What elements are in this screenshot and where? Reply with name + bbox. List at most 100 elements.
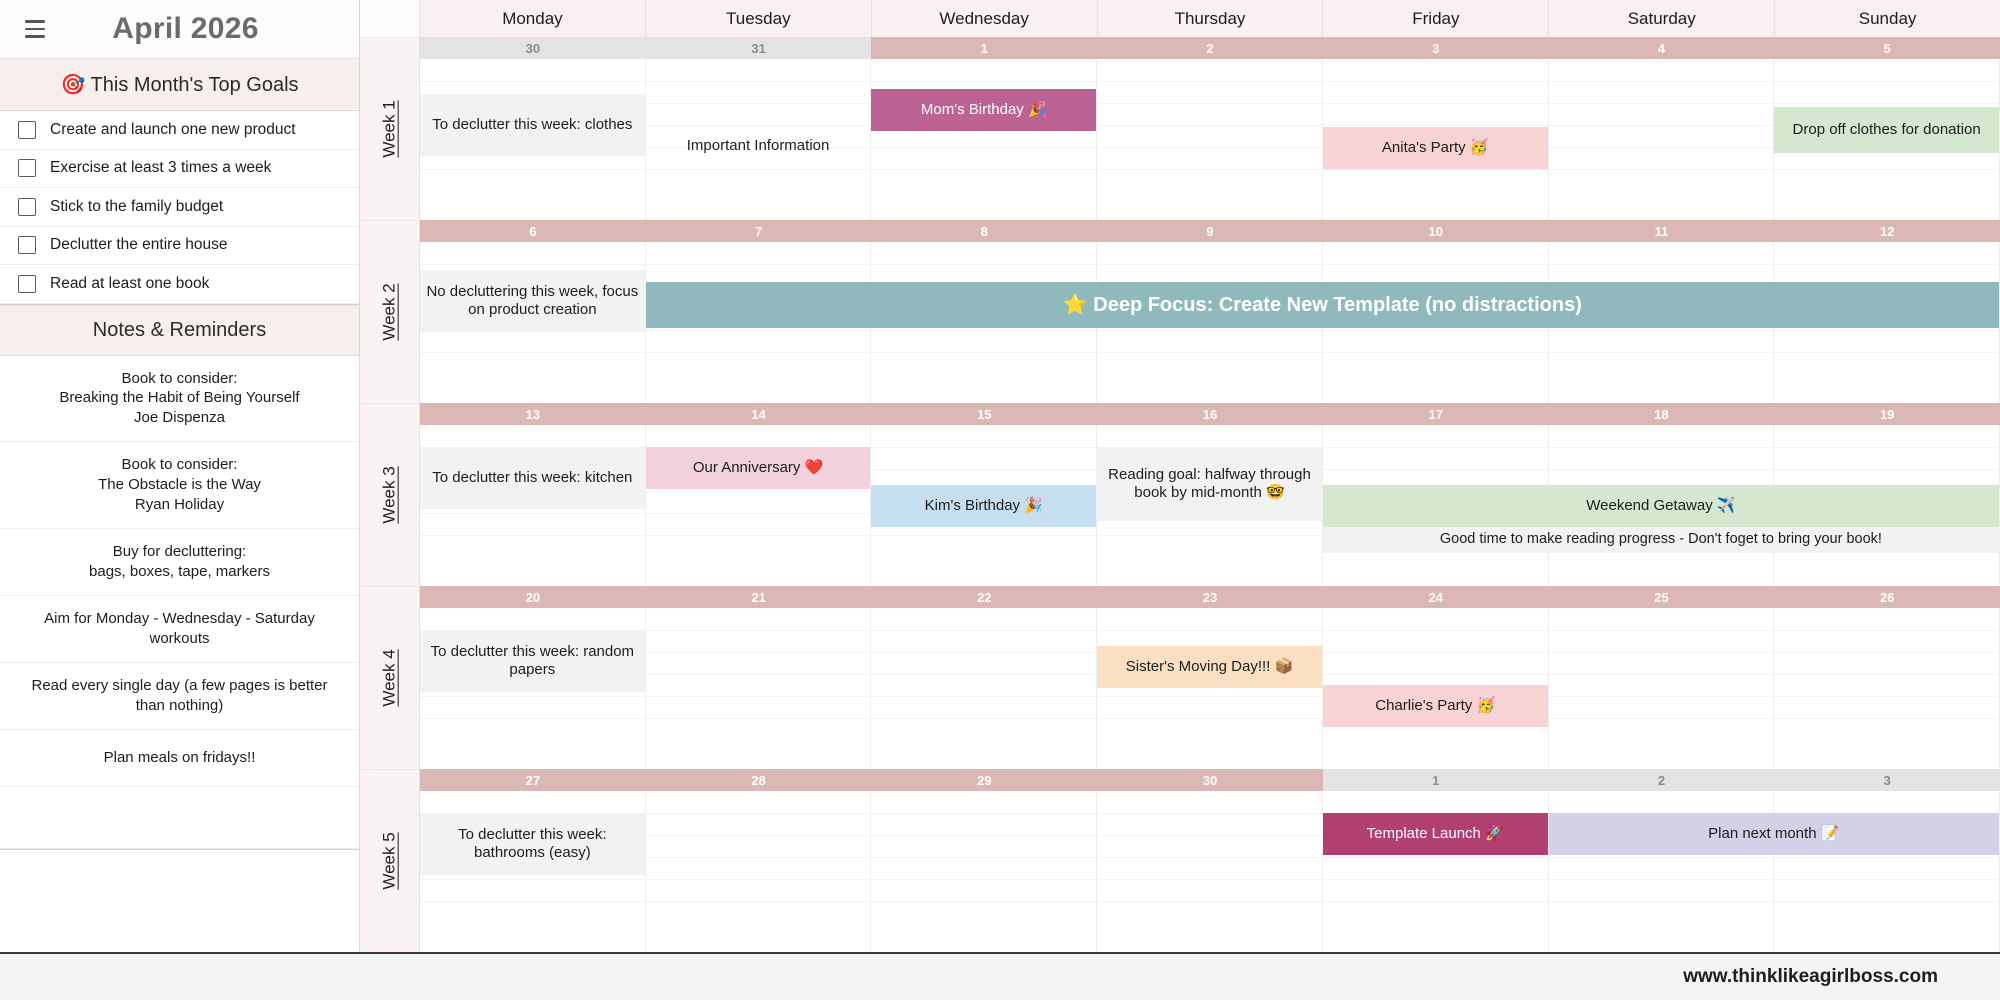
calendar-event[interactable]: Charlie's Party 🥳 [1322, 685, 1548, 727]
date-cell[interactable]: 18 [1548, 403, 1775, 425]
goal-row[interactable]: Declutter the entire house [0, 227, 359, 265]
day-column[interactable] [645, 59, 872, 220]
day-column[interactable] [1774, 608, 2000, 769]
note-line: The Obstacle is the Way [98, 476, 261, 494]
day-column[interactable] [1097, 608, 1323, 769]
calendar-event[interactable]: Sister's Moving Day!!! 📦 [1097, 646, 1322, 688]
date-cell[interactable]: 30 [420, 37, 646, 59]
date-cell[interactable]: 22 [871, 586, 1098, 608]
date-cell[interactable]: 28 [645, 769, 872, 791]
date-cell[interactable]: 30 [1097, 769, 1323, 791]
note-item[interactable]: Buy for decluttering:bags, boxes, tape, … [0, 529, 359, 596]
date-cell[interactable]: 1 [1322, 769, 1549, 791]
date-cell[interactable]: 3 [1774, 769, 2000, 791]
goal-row[interactable]: Read at least one book [0, 265, 359, 304]
calendar-event[interactable]: Mom's Birthday 🎉 [871, 89, 1097, 131]
date-cell[interactable]: 2 [1548, 769, 1775, 791]
date-cell[interactable]: 27 [420, 769, 646, 791]
goal-row[interactable]: Stick to the family budget [0, 188, 359, 227]
calendar-event[interactable]: Drop off clothes for donation [1774, 107, 1999, 153]
event-slot-area: To declutter this week: bathrooms (easy)… [420, 791, 2000, 952]
date-cell[interactable]: 29 [871, 769, 1098, 791]
calendar-event[interactable]: Kim's Birthday 🎉 [871, 485, 1097, 527]
main-body: April 2026 🎯 This Month's Top Goals Crea… [0, 0, 2000, 952]
goal-checkbox[interactable] [18, 159, 36, 178]
date-cell[interactable]: 5 [1774, 37, 2000, 59]
calendar-event[interactable]: Our Anniversary ❤️ [645, 447, 871, 489]
date-cell[interactable]: 1 [871, 37, 1098, 59]
note-item[interactable] [0, 787, 359, 849]
date-cell[interactable]: 24 [1322, 586, 1549, 608]
date-cell[interactable]: 26 [1774, 586, 2000, 608]
day-column[interactable] [1097, 59, 1323, 220]
date-cell[interactable]: 11 [1548, 220, 1775, 242]
sidebar: April 2026 🎯 This Month's Top Goals Crea… [0, 0, 360, 952]
goal-row[interactable]: Exercise at least 3 times a week [0, 150, 359, 188]
date-cell[interactable]: 6 [420, 220, 646, 242]
date-cell[interactable]: 3 [1322, 37, 1549, 59]
calendar-event[interactable]: To declutter this week: kitchen [420, 447, 645, 509]
goal-checkbox[interactable] [18, 274, 36, 293]
date-cell[interactable]: 25 [1548, 586, 1775, 608]
goal-checkbox[interactable] [18, 197, 36, 216]
calendar-event[interactable]: To declutter this week: bathrooms (easy) [420, 813, 645, 875]
date-cell[interactable]: 17 [1322, 403, 1549, 425]
date-cell[interactable]: 9 [1097, 220, 1323, 242]
week-label: Week 5 [379, 832, 399, 890]
date-cell[interactable]: 19 [1774, 403, 2000, 425]
day-column[interactable] [1548, 608, 1775, 769]
date-cell[interactable]: 21 [645, 586, 872, 608]
hamburger-icon[interactable] [18, 12, 52, 46]
goal-label: Exercise at least 3 times a week [50, 159, 272, 177]
notes-panel-title: Notes & Reminders [0, 305, 359, 356]
calendar-event[interactable]: ⭐ Deep Focus: Create New Template (no di… [645, 282, 1999, 328]
calendar-event[interactable]: To declutter this week: clothes [420, 94, 645, 156]
calendar-event[interactable]: Template Launch 🚀 [1322, 813, 1548, 855]
date-cell[interactable]: 14 [645, 403, 872, 425]
date-cell[interactable]: 13 [420, 403, 646, 425]
day-column[interactable] [1097, 791, 1323, 952]
notes-panel: Notes & Reminders Book to consider:Break… [0, 304, 359, 850]
notes-list: Book to consider:Breaking the Habit of B… [0, 356, 359, 849]
day-column[interactable] [645, 608, 872, 769]
day-column[interactable] [871, 59, 1098, 220]
note-item[interactable]: Book to consider:Breaking the Habit of B… [0, 356, 359, 443]
calendar-event[interactable]: Weekend Getaway ✈️ [1322, 485, 1999, 527]
goal-row[interactable]: Create and launch one new product [0, 111, 359, 150]
calendar-event[interactable]: To declutter this week: random papers [420, 630, 645, 692]
date-cell[interactable]: 8 [871, 220, 1098, 242]
date-cell[interactable]: 7 [645, 220, 872, 242]
calendar-event[interactable]: No decluttering this week, focus on prod… [420, 270, 645, 332]
note-item[interactable]: Book to consider:The Obstacle is the Way… [0, 442, 359, 530]
note-line: Plan meals on fridays!! [103, 748, 256, 766]
date-cell[interactable]: 12 [1774, 220, 2000, 242]
date-cell[interactable]: 10 [1322, 220, 1549, 242]
date-cell[interactable]: 2 [1097, 37, 1323, 59]
week-label-cell: Week 3 [360, 403, 420, 586]
calendar-event[interactable]: Good time to make reading progress - Don… [1322, 527, 1999, 553]
date-cell[interactable]: 4 [1548, 37, 1775, 59]
day-column[interactable] [1548, 59, 1775, 220]
date-cell[interactable]: 20 [420, 586, 646, 608]
goal-label: Create and launch one new product [50, 120, 296, 138]
calendar-event[interactable]: Anita's Party 🥳 [1322, 127, 1548, 169]
goal-checkbox[interactable] [18, 236, 36, 255]
goal-checkbox[interactable] [18, 120, 36, 139]
note-item[interactable]: Plan meals on fridays!! [0, 730, 359, 787]
day-column[interactable] [645, 791, 872, 952]
note-item[interactable]: Read every single day (a few pages is be… [0, 663, 359, 730]
date-cell[interactable]: 16 [1097, 403, 1323, 425]
calendar-event[interactable]: Reading goal: halfway through book by mi… [1097, 447, 1322, 521]
calendar-event[interactable]: Important Information [686, 137, 830, 154]
date-cell[interactable]: 31 [645, 37, 872, 59]
day-name-sunday: Sunday [1775, 0, 2000, 37]
date-cell[interactable]: 15 [871, 403, 1098, 425]
day-column[interactable] [871, 608, 1098, 769]
day-column[interactable] [871, 791, 1098, 952]
calendar-event[interactable]: Plan next month 📝 [1548, 813, 1999, 855]
date-cell[interactable]: 23 [1097, 586, 1323, 608]
